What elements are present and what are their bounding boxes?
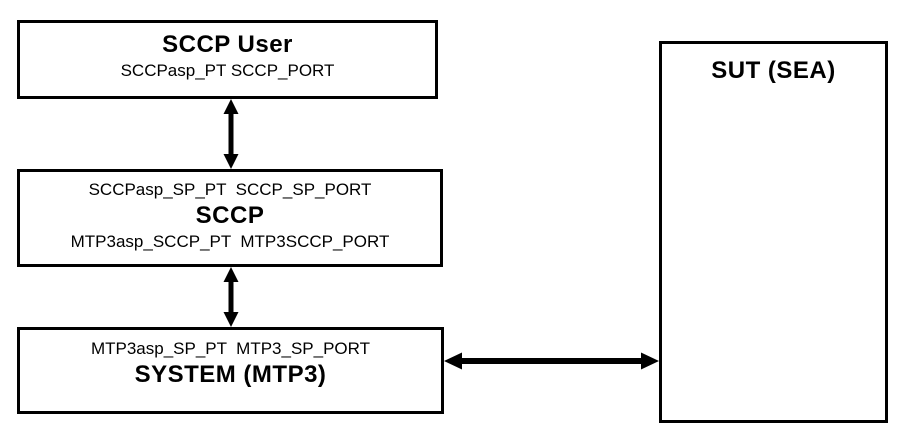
- double-arrow-horizontal-icon: [444, 352, 659, 370]
- double-arrow-vertical-icon: [223, 99, 239, 169]
- sut-title: SUT (SEA): [711, 57, 836, 84]
- box-sut: SUT (SEA): [659, 41, 888, 423]
- sccp-lower-ports-label: MTP3asp_SCCP_PT MTP3SCCP_PORT: [70, 232, 390, 251]
- box-sccp-user: SCCP User SCCPasp_PT SCCP_PORT: [17, 20, 438, 99]
- sccp-title: SCCP: [195, 202, 265, 229]
- system-mtp3-title: SYSTEM (MTP3): [134, 361, 327, 388]
- sccp-upper-ports-label: SCCPasp_SP_PT SCCP_SP_PORT: [88, 180, 372, 199]
- box-system-mtp3: MTP3asp_SP_PT MTP3_SP_PORT SYSTEM (MTP3): [17, 327, 444, 414]
- sccp-user-ports-label: SCCPasp_PT SCCP_PORT: [120, 61, 335, 80]
- sccp-user-title: SCCP User: [162, 31, 293, 58]
- system-mtp3-ports-label: MTP3asp_SP_PT MTP3_SP_PORT: [90, 339, 371, 358]
- box-sccp: SCCPasp_SP_PT SCCP_SP_PORT SCCP MTP3asp_…: [17, 169, 443, 267]
- double-arrow-vertical-icon: [223, 267, 239, 327]
